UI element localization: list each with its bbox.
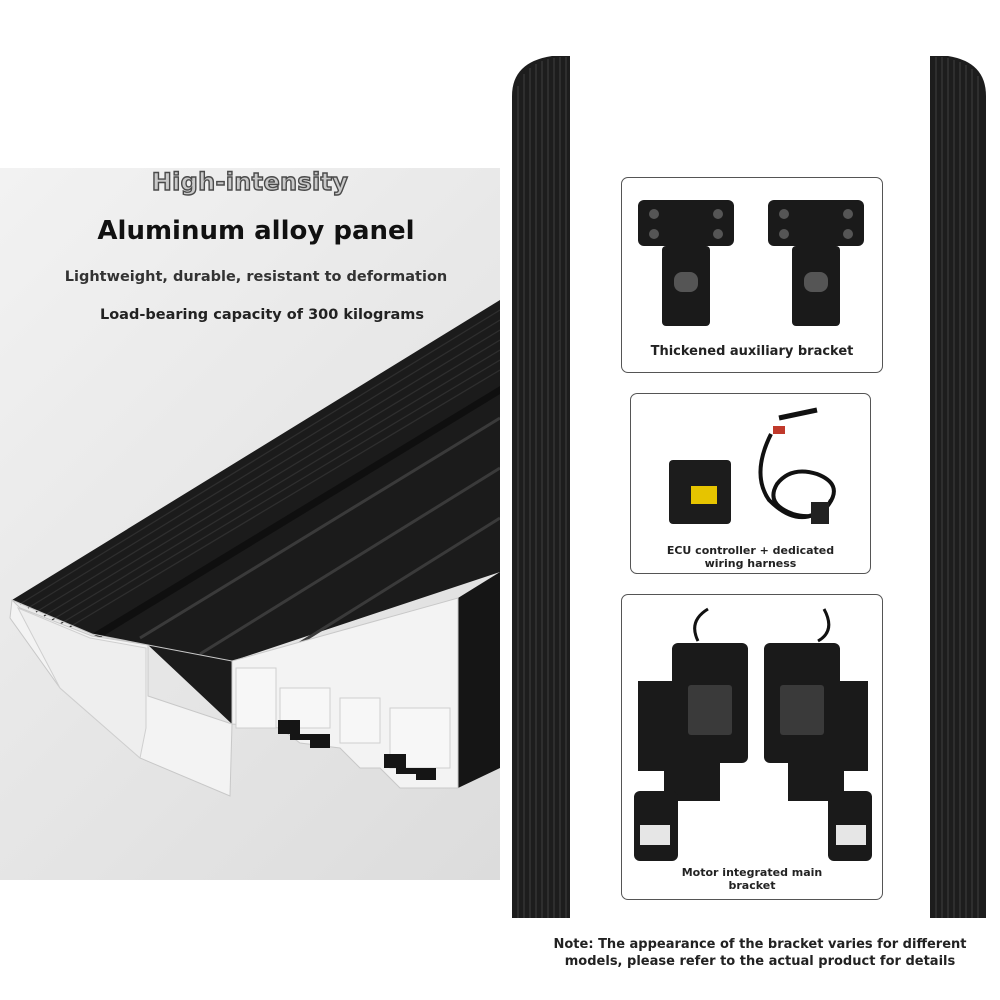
card-ecu-caption-line-1: ECU controller + dedicated [666,544,835,557]
motor-bracket-icon [634,607,872,861]
aluminum-profile-illustration [9,300,500,797]
card-motor-bracket: Motor integrated main bracket [621,594,883,900]
card-motor-caption-line-2: bracket [728,879,776,892]
aluminum-panel-section: High-intensity Aluminum alloy panel Ligh… [0,168,500,880]
running-board-left-strip [512,56,570,918]
ecu-harness-icon [669,407,836,524]
bracket-pair-icon [638,200,864,326]
headline-outline-text: High-intensity [151,168,349,197]
note-line-1: Note: The appearance of the bracket vari… [553,937,967,952]
card-motor-caption-line-1: Motor integrated main [681,866,823,879]
card-auxiliary-bracket-caption: Thickened auxiliary bracket [650,344,854,359]
card-motor-bracket-caption: Motor integrated main bracket [622,866,882,892]
card-ecu-caption-line-2: wiring harness [704,557,797,570]
feature-line-1: Lightweight, durable, resistant to defor… [64,269,448,285]
card-auxiliary-bracket: Thickened auxiliary bracket [621,177,883,373]
note-line-2: models, please refer to the actual produ… [564,954,956,969]
running-board-right-strip [930,56,986,918]
headline-main-text: Aluminum alloy panel [97,216,415,246]
feature-line-2: Load-bearing capacity of 300 kilograms [99,307,425,323]
card-ecu-controller: ECU controller + dedicated wiring harnes… [630,393,871,574]
appearance-note: Note: The appearance of the bracket vari… [540,936,980,970]
card-ecu-controller-caption: ECU controller + dedicated wiring harnes… [631,544,870,570]
